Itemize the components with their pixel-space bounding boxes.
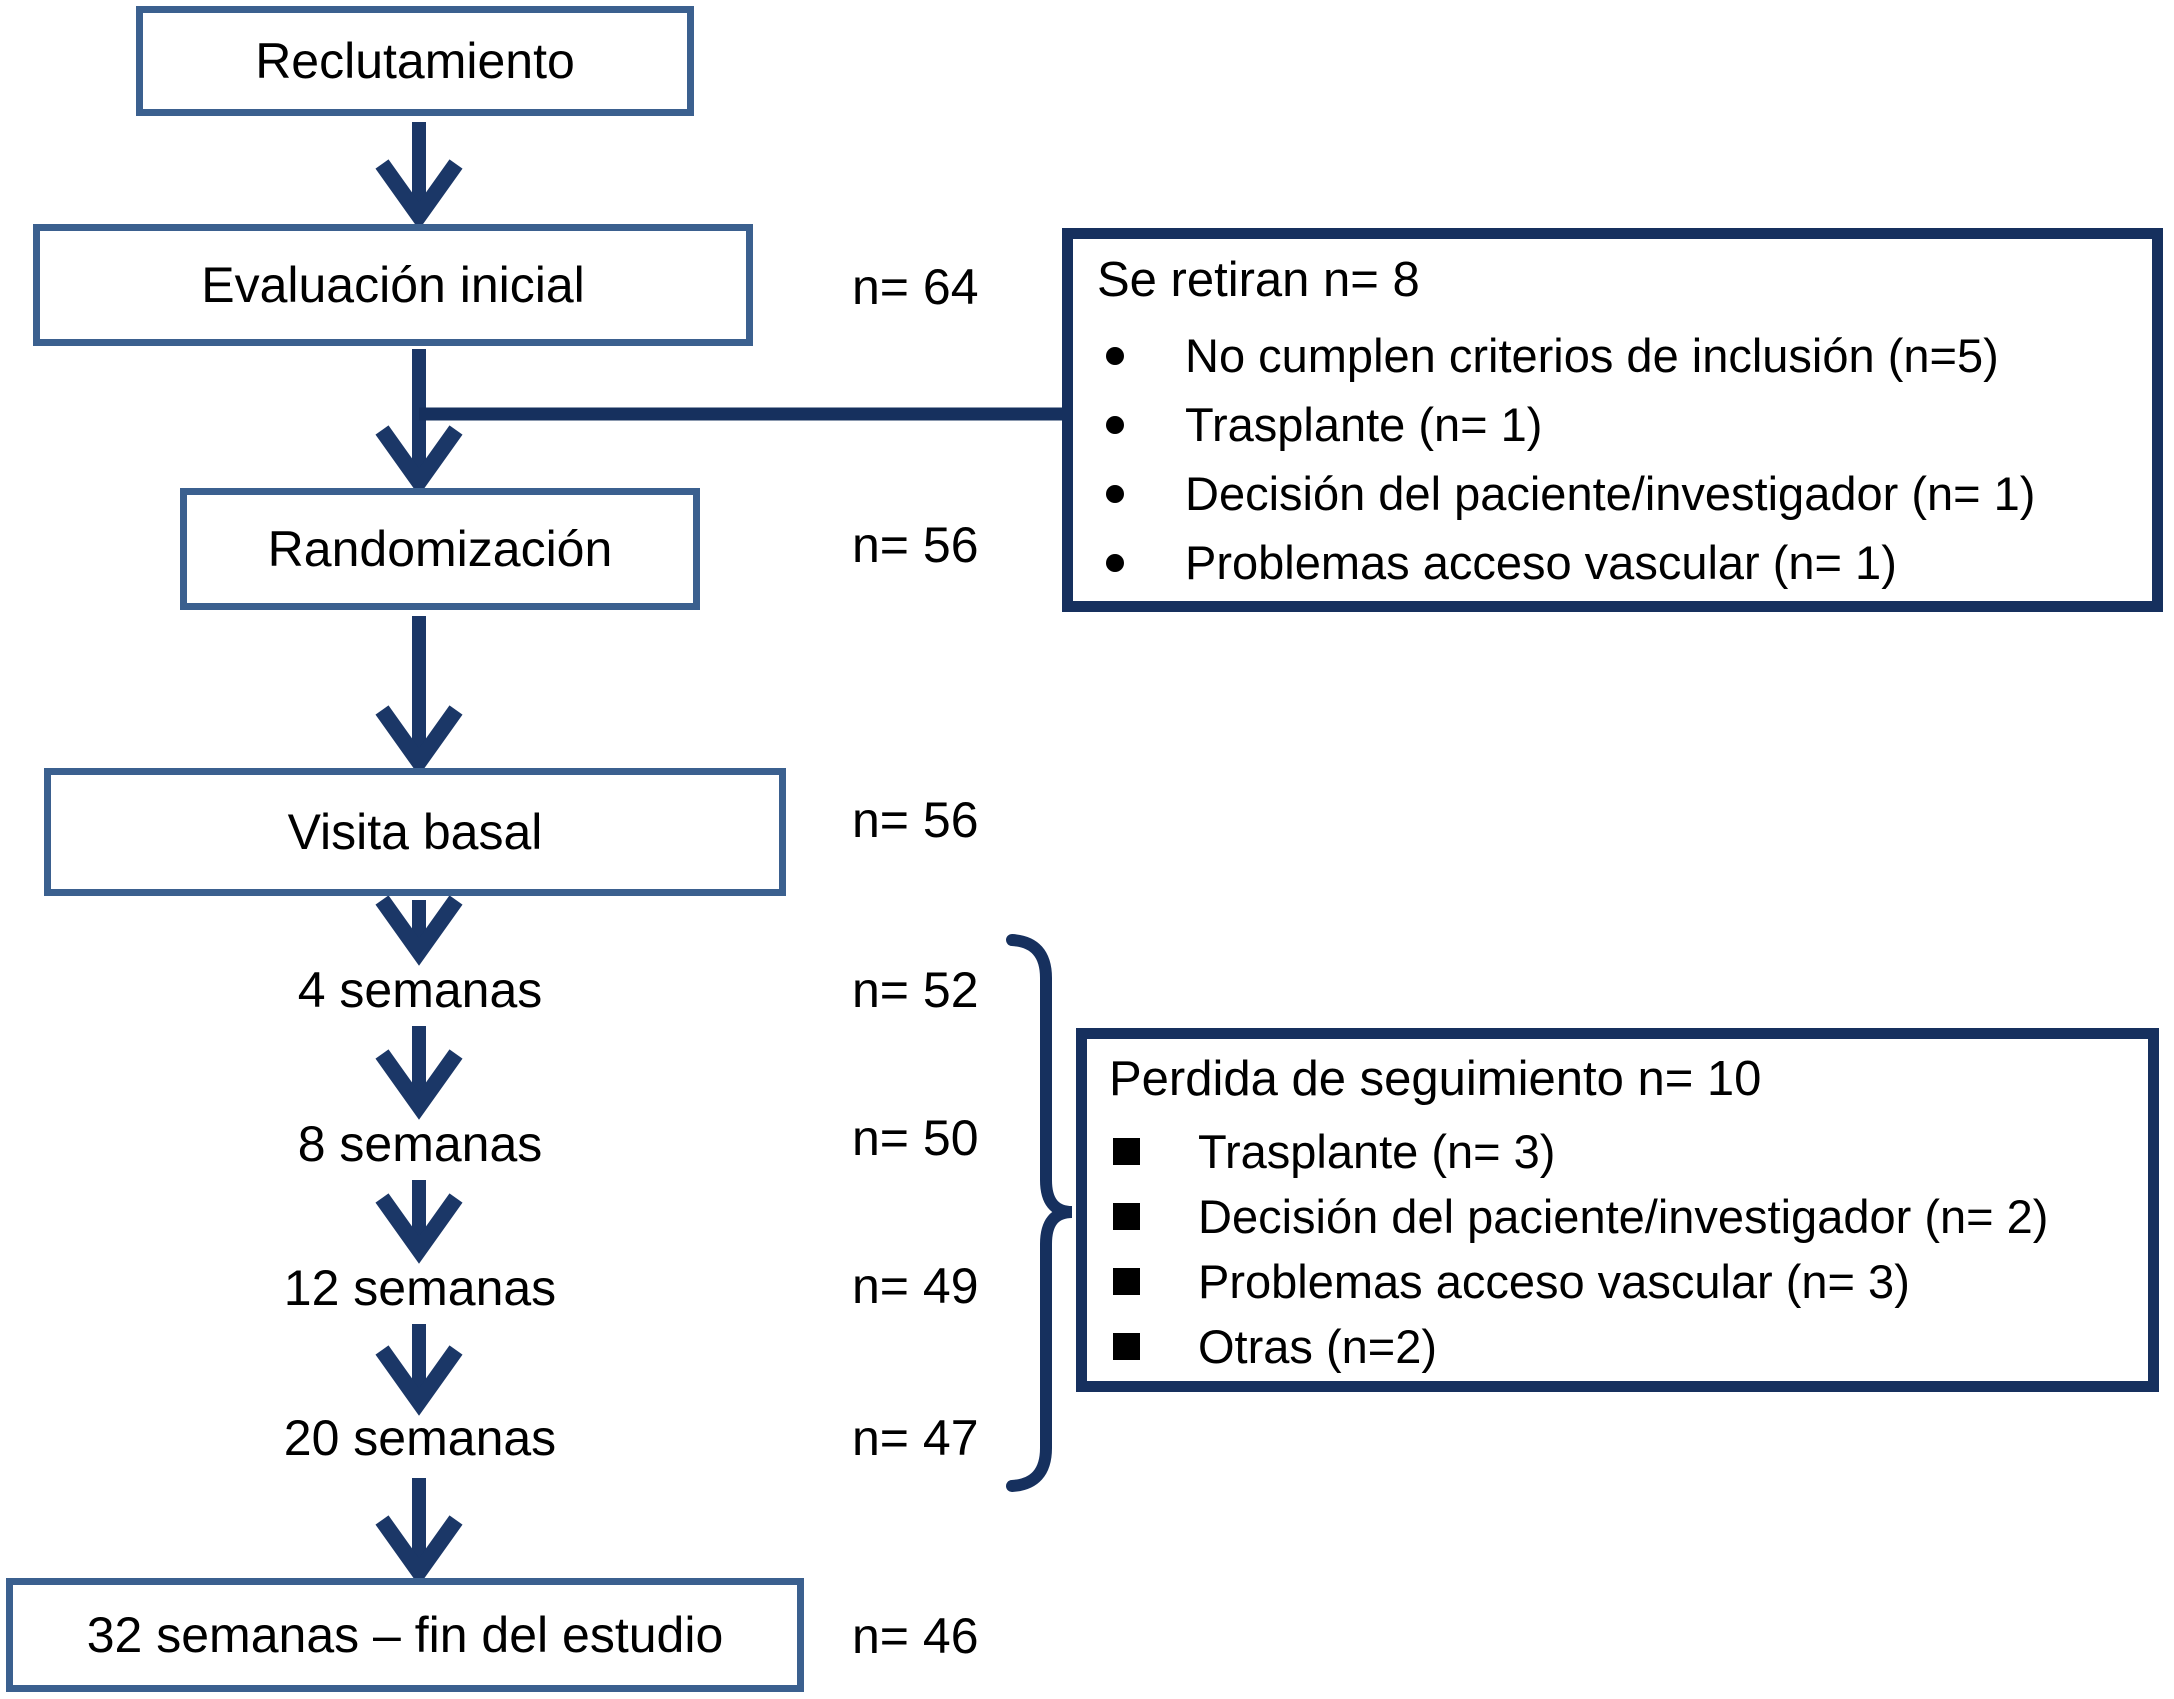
withdrawals-box: Se retiran n= 8 No cumplen criterios de … — [1062, 228, 2163, 612]
round-bullet-icon — [1106, 415, 1124, 434]
followup-loss-item-label: Problemas acceso vascular (n= 3) — [1198, 1255, 1910, 1308]
followup-loss-item: Trasplante (n= 3) — [1087, 1119, 2148, 1184]
flow-box-randomization: Randomización — [180, 488, 700, 610]
followup-loss-title: Perdida de seguimiento n= 10 — [1109, 1052, 1762, 1106]
arrow-down-3 — [375, 616, 463, 776]
count-randomization: n= 56 — [852, 517, 979, 573]
flow-box-initial-eval: Evaluación inicial — [33, 224, 753, 346]
count-initial-eval: n= 64 — [852, 259, 979, 315]
square-bullet-icon — [1113, 1268, 1140, 1295]
withdrawals-item: Problemas acceso vascular (n= 1) — [1073, 528, 2152, 597]
round-bullet-icon — [1106, 346, 1124, 365]
flow-box-randomization-label: Randomización — [267, 520, 613, 577]
square-bullet-icon — [1113, 1138, 1140, 1165]
count-end-of-study: n= 46 — [852, 1608, 979, 1664]
count-week12: n= 49 — [852, 1258, 979, 1314]
arrow-down-1 — [375, 122, 463, 230]
followup-loss-item-label: Decisión del paciente/investigador (n= 2… — [1198, 1190, 2049, 1243]
followup-loss-item: Problemas acceso vascular (n= 3) — [1087, 1249, 2148, 1314]
flow-box-end-of-study-label: 32 semanas – fin del estudio — [86, 1606, 724, 1663]
milestone-week12: 12 semanas — [283, 1260, 557, 1316]
count-week8: n= 50 — [852, 1110, 979, 1166]
square-bullet-icon — [1113, 1203, 1140, 1230]
withdrawals-item-label: Problemas acceso vascular (n= 1) — [1185, 536, 1897, 589]
flow-arrows — [375, 122, 463, 1586]
followup-loss-item: Otras (n=2) — [1087, 1314, 2148, 1379]
square-bullet-icon — [1113, 1333, 1140, 1360]
flow-box-recruitment-label: Reclutamiento — [255, 32, 575, 89]
flow-box-baseline-visit-label: Visita basal — [287, 803, 543, 860]
flow-box-baseline-visit: Visita basal — [44, 768, 786, 896]
milestone-week8: 8 semanas — [297, 1116, 543, 1172]
withdrawals-title: Se retiran n= 8 — [1097, 253, 1420, 307]
milestone-week20: 20 semanas — [283, 1410, 557, 1466]
arrow-down-7 — [375, 1324, 463, 1416]
followup-loss-item-label: Otras (n=2) — [1198, 1320, 1437, 1373]
flow-box-recruitment: Reclutamiento — [136, 6, 694, 116]
followup-loss-item: Decisión del paciente/investigador (n= 2… — [1087, 1184, 2148, 1249]
round-bullet-icon — [1106, 553, 1124, 572]
count-baseline-visit: n= 56 — [852, 792, 979, 848]
withdrawals-item-label: Decisión del paciente/investigador (n= 1… — [1185, 467, 2036, 520]
flow-box-end-of-study: 32 semanas – fin del estudio — [6, 1578, 804, 1692]
withdrawals-item: No cumplen criterios de inclusión (n=5) — [1073, 321, 2152, 390]
followup-loss-box: Perdida de seguimiento n= 10 Trasplante … — [1076, 1028, 2159, 1392]
arrow-down-4 — [375, 895, 463, 966]
withdrawals-item: Trasplante (n= 1) — [1073, 390, 2152, 459]
milestone-week4: 4 semanas — [297, 962, 543, 1018]
count-week20: n= 47 — [852, 1410, 979, 1466]
withdrawals-item: Decisión del paciente/investigador (n= 1… — [1073, 459, 2152, 528]
followup-loss-item-label: Trasplante (n= 3) — [1198, 1125, 1556, 1178]
arrow-down-6 — [375, 1180, 463, 1264]
arrow-down-8 — [375, 1478, 463, 1586]
arrow-down-5 — [375, 1026, 463, 1120]
followup-bracket — [1006, 934, 1073, 1492]
flow-box-initial-eval-label: Evaluación inicial — [201, 256, 585, 313]
withdrawals-item-label: Trasplante (n= 1) — [1185, 398, 1543, 451]
round-bullet-icon — [1106, 484, 1124, 503]
count-week4: n= 52 — [852, 962, 979, 1018]
withdrawals-item-label: No cumplen criterios de inclusión (n=5) — [1185, 329, 1999, 382]
